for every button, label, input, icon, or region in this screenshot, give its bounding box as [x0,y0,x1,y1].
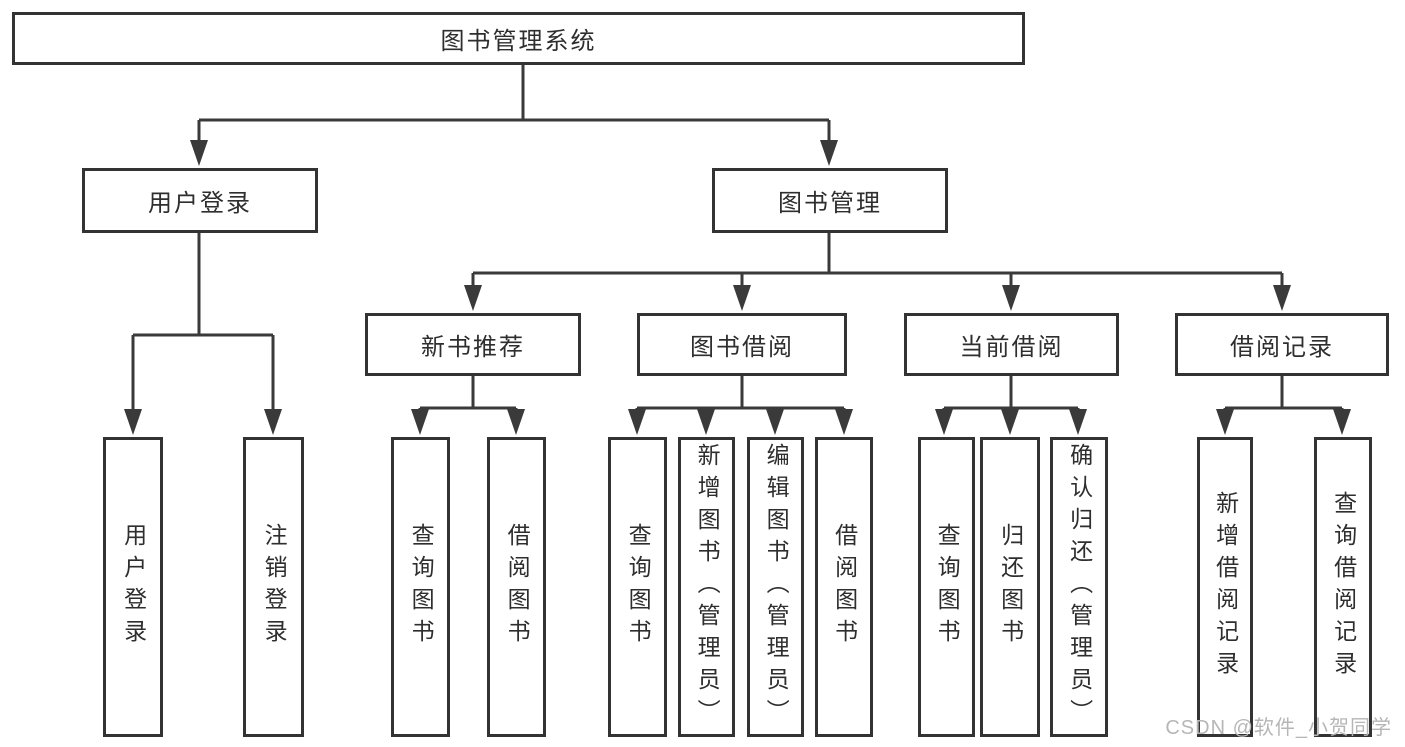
node-label: 图书管理 [778,190,882,217]
leaf-return-book: 归还图书 [980,437,1040,737]
leaf-label: 注销登录 [261,523,288,651]
node-label: 借阅记录 [1230,334,1334,361]
node-user-login: 用户登录 [82,168,318,233]
leaf-borrow-books-recommend: 借阅图书 [487,437,546,737]
node-label: 新书推荐 [421,334,525,361]
node-label: 用户登录 [148,190,252,217]
node-borrowing-records: 借阅记录 [1175,313,1389,376]
node-label: 当前借阅 [959,334,1064,361]
leaf-query-books-borrowing: 查询图书 [608,437,667,737]
leaf-add-book-admin: 新增图书（管理员） [678,437,735,737]
leaf-label: 归还图书 [997,523,1024,651]
leaf-query-books-current: 查询图书 [918,437,975,737]
leaf-label: 借阅图书 [831,523,858,651]
node-new-book-recommend: 新书推荐 [365,313,581,376]
leaf-label: 新增借阅记录 [1212,491,1239,683]
leaf-label: 查询图书 [625,523,652,651]
node-label: 图书借阅 [690,334,794,361]
leaf-query-books-recommend: 查询图书 [391,437,450,737]
csdn-watermark: CSDN @软件_小贺同学 [1165,717,1392,739]
leaf-label: 借阅图书 [504,523,531,651]
leaf-label: 查询借阅记录 [1330,491,1357,683]
leaf-logout: 注销登录 [243,437,304,737]
leaf-label: 新增图书（管理员） [694,443,721,731]
leaf-confirm-return-admin: 确认归还（管理员） [1050,437,1108,737]
leaf-label: 用户登录 [120,523,147,651]
leaf-query-borrow-record: 查询借阅记录 [1314,437,1372,737]
node-library-system: 图书管理系统 [12,12,1025,65]
node-book-borrowing: 图书借阅 [637,313,847,376]
leaf-user-login: 用户登录 [103,437,163,737]
node-current-borrowing: 当前借阅 [904,313,1119,376]
node-book-management: 图书管理 [712,168,948,233]
leaf-borrow-books-borrowing: 借阅图书 [815,437,873,737]
node-label: 图书管理系统 [440,28,597,55]
leaf-label: 编辑图书（管理员） [763,443,790,731]
leaf-label: 查询图书 [934,523,961,651]
leaf-label: 确认归还（管理员） [1066,443,1093,731]
leaf-edit-book-admin: 编辑图书（管理员） [747,437,804,737]
leaf-add-borrow-record: 新增借阅记录 [1197,437,1253,737]
leaf-label: 查询图书 [408,523,435,651]
